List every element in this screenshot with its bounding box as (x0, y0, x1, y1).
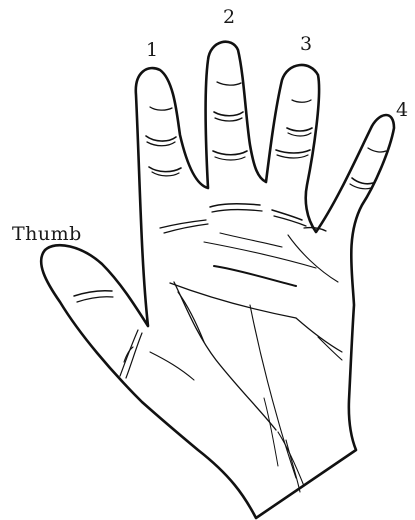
finger-base-crease (210, 204, 260, 207)
palm-line (296, 318, 342, 352)
heart-line-extension (204, 242, 316, 268)
finger-base-crease (272, 210, 302, 220)
finger-3-crease (287, 128, 312, 131)
finger-1-crease (149, 167, 181, 172)
finger-4-crease (350, 184, 371, 189)
finger-2-crease (215, 118, 242, 121)
palm-line (318, 337, 342, 360)
finger-2-crease (217, 82, 241, 85)
finger-3-crease (288, 133, 311, 136)
finger-3-crease (276, 150, 310, 153)
finger-1-crease (150, 107, 172, 110)
finger-4-label: 4 (396, 101, 408, 120)
finger-2-crease (214, 112, 243, 116)
finger-1-label: 1 (146, 41, 158, 60)
finger-base-crease (212, 210, 262, 212)
thumb-web-crease (150, 352, 194, 380)
heart-line (214, 266, 296, 286)
finger-3-crease (277, 155, 308, 158)
finger-base-crease (274, 216, 306, 226)
finger-2-crease (215, 157, 245, 160)
finger-4-crease (368, 148, 386, 152)
thumb-label: Thumb (12, 225, 82, 244)
palm-line (286, 440, 300, 492)
finger-2-label: 2 (223, 8, 235, 27)
finger-1-crease (152, 172, 179, 176)
finger-1-crease (147, 142, 175, 146)
finger-4-crease (352, 178, 373, 184)
finger-2-crease (213, 151, 247, 155)
finger-3-crease (292, 100, 311, 102)
palm-line (264, 398, 278, 466)
thumb-crease (74, 291, 112, 296)
palm-line (288, 235, 338, 282)
finger-1-crease (146, 136, 176, 141)
palm-line (220, 233, 282, 247)
finger-base-crease (160, 220, 206, 228)
finger-3-label: 3 (300, 35, 312, 54)
thumb-crease (77, 297, 113, 302)
